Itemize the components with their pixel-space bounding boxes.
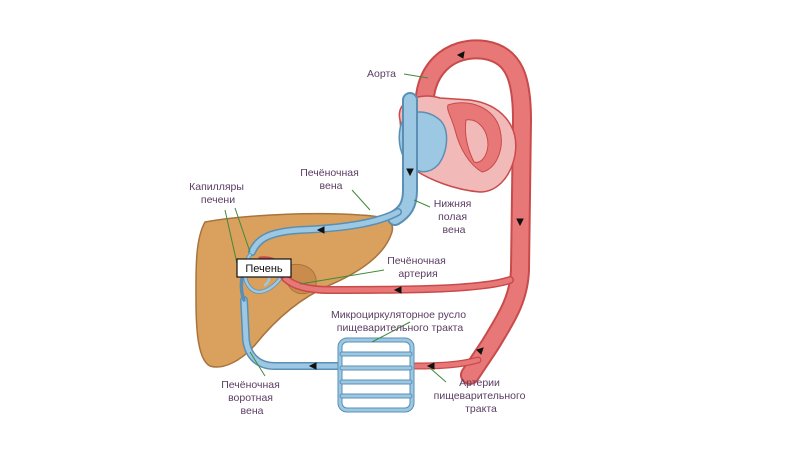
gi-capillary-bed: [337, 337, 415, 413]
label-ivc: Нижняя полая вена: [434, 198, 475, 236]
label-gi-microcirculation: Микроциркуляторное русло пищеварительног…: [331, 309, 469, 334]
vena-cava-vessel: [387, 92, 418, 226]
label-portal-vein: Печёночная воротная вена: [221, 379, 282, 417]
aorta-vessel: [414, 39, 533, 385]
hepatic-vein-vessel: [248, 208, 402, 256]
label-liver: Печень: [245, 263, 283, 275]
gi-artery-vessel: [411, 356, 482, 370]
heart: [398, 95, 517, 193]
leader-lines: [224, 73, 447, 383]
liver-label-box: Печень: [236, 258, 292, 278]
flow-arrows: [308, 51, 524, 370]
label-hepatic-vein: Печёночная вена: [300, 167, 361, 192]
label-hepatic-artery: Печёночная артерия: [387, 255, 448, 280]
label-gi-arteries: Артерии пищеварительного тракта: [434, 377, 529, 415]
label-aorta: Аорта: [367, 68, 396, 80]
hepatic-artery-vessel: [281, 274, 514, 295]
label-liver-capillaries: Капилляры печени: [189, 181, 247, 206]
